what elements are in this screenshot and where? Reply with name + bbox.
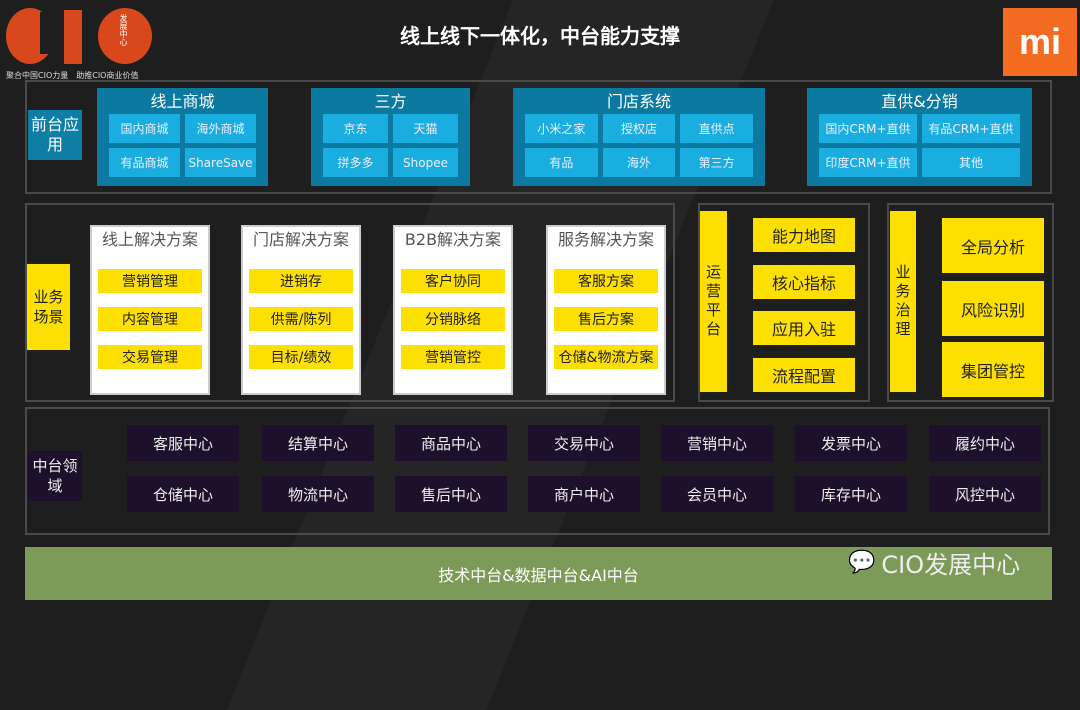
watermark-text: CIO发展中心 [881, 551, 1021, 579]
front-group-title: 直供&分销 [881, 92, 958, 111]
slogan: 聚合中国CIO力量 助推CIO商业价值 [6, 71, 139, 80]
front-group-title: 三方 [374, 92, 407, 111]
domain-center: 售后中心 [395, 476, 507, 512]
ops-frame [698, 203, 870, 402]
solution-item: 交易管理 [98, 345, 202, 369]
front-item[interactable]: 有品商城 [109, 148, 180, 177]
front-item[interactable]: 小米之家 [525, 114, 598, 143]
solution-item: 内容管理 [98, 307, 202, 331]
gov-item: 集团管控 [942, 342, 1044, 397]
front-item[interactable]: 拼多多 [323, 148, 388, 177]
solution-item: 客服方案 [554, 269, 658, 293]
business-frame [25, 203, 675, 402]
domain-center: 仓储中心 [127, 476, 239, 512]
domain-center: 发票中心 [795, 425, 907, 461]
gov-frame [887, 203, 1054, 402]
ops-item: 核心指标 [753, 265, 855, 299]
front-item[interactable]: 海外商城 [185, 114, 256, 143]
logo-o [98, 8, 152, 64]
front-item[interactable]: 有品 [525, 148, 598, 177]
front-item[interactable]: 直供点 [680, 114, 753, 143]
front-group-items: 国内CRM+直供有品CRM+直供印度CRM+直供其他 [811, 114, 1028, 177]
front-group-title: 线上商城 [150, 92, 215, 111]
solution-item: 目标/绩效 [249, 345, 353, 369]
front-group-items: 小米之家授权店直供点有品海外第三方 [517, 114, 761, 177]
ops-label: 运营平台 [700, 211, 727, 392]
solution-item: 营销管理 [98, 269, 202, 293]
front-group: 直供&分销国内CRM+直供有品CRM+直供印度CRM+直供其他 [807, 88, 1032, 186]
business-label: 业务场景 [27, 264, 70, 350]
front-item[interactable]: 京东 [323, 114, 388, 143]
front-item[interactable]: ShareSave [185, 148, 256, 177]
solution-item: 仓储&物流方案 [554, 345, 658, 369]
domain-center: 营销中心 [661, 425, 773, 461]
front-group-title: 门店系统 [606, 92, 671, 111]
watermark: 💬CIO发展中心 [848, 545, 1020, 580]
ops-item: 应用入驻 [753, 311, 855, 345]
domain-center: 风控中心 [929, 476, 1041, 512]
ops-item: 能力地图 [753, 218, 855, 252]
domain-center: 商品中心 [395, 425, 507, 461]
page-title: 线上线下一体化，中台能力支撑 [400, 24, 680, 48]
front-item[interactable]: 国内CRM+直供 [819, 114, 917, 143]
domain-center: 库存中心 [795, 476, 907, 512]
front-item[interactable]: 第三方 [680, 148, 753, 177]
front-item[interactable]: 其他 [922, 148, 1020, 177]
logo-c-cut [40, 12, 56, 54]
solution-item: 分销脉络 [401, 307, 505, 331]
gov-item: 风险识别 [942, 281, 1044, 336]
solution-title: B2B解决方案 [404, 230, 502, 249]
solution-card: 线上解决方案营销管理内容管理交易管理 [90, 225, 210, 395]
cio-logo: 发展中心 聚合中国CIO力量 助推CIO商业价值 [6, 6, 156, 82]
front-item[interactable]: 天猫 [393, 114, 458, 143]
domain-center: 客服中心 [127, 425, 239, 461]
domain-center: 履约中心 [929, 425, 1041, 461]
front-item[interactable]: 有品CRM+直供 [922, 114, 1020, 143]
solution-title: 门店解决方案 [252, 230, 349, 249]
domain-center: 商户中心 [528, 476, 640, 512]
logo-i [64, 10, 82, 64]
front-item[interactable]: Shopee [393, 148, 458, 177]
tech-platform-bar: 技术中台&数据中台&AI中台 [25, 547, 1052, 600]
ops-item: 流程配置 [753, 358, 855, 392]
front-label: 前台应用 [28, 110, 82, 160]
solution-item: 客户协同 [401, 269, 505, 293]
gov-item: 全局分析 [942, 218, 1044, 273]
solution-card: B2B解决方案客户协同分销脉络营销管控 [393, 225, 513, 395]
front-group: 门店系统小米之家授权店直供点有品海外第三方 [513, 88, 765, 186]
domain-center: 结算中心 [262, 425, 374, 461]
solution-title: 服务解决方案 [557, 230, 654, 249]
solution-item: 营销管控 [401, 345, 505, 369]
logo-sub: 发展中心 [119, 14, 128, 46]
solution-card: 服务解决方案客服方案售后方案仓储&物流方案 [546, 225, 666, 395]
middle-frame [25, 407, 1050, 535]
front-item[interactable]: 印度CRM+直供 [819, 148, 917, 177]
domain-center: 会员中心 [661, 476, 773, 512]
front-item[interactable]: 海外 [602, 148, 676, 177]
solution-title: 线上解决方案 [101, 230, 198, 249]
gov-label: 业务治理 [890, 211, 916, 392]
domain-center: 物流中心 [262, 476, 374, 512]
middle-label: 中台领域 [28, 451, 82, 501]
solution-card: 门店解决方案进销存供需/陈列目标/绩效 [241, 225, 361, 395]
solution-item: 售后方案 [554, 307, 658, 331]
front-frame [25, 80, 1052, 194]
solution-item: 供需/陈列 [249, 307, 353, 331]
solution-item: 进销存 [249, 269, 353, 293]
front-item[interactable]: 授权店 [602, 114, 676, 143]
mi-logo: mi [1003, 8, 1077, 76]
domain-center: 交易中心 [528, 425, 640, 461]
wechat-icon: 💬 [848, 550, 876, 575]
front-item[interactable]: 国内商城 [109, 114, 180, 143]
